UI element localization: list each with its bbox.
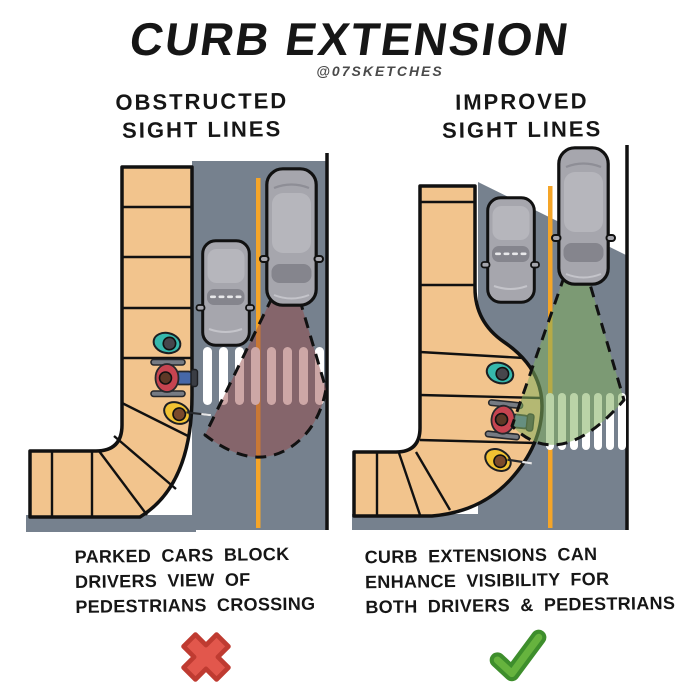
heading-line: IMPROVED xyxy=(455,88,589,115)
pedestrian-white-cane xyxy=(480,443,533,477)
caption-line: BOTH DRIVERS & PEDESTRIANS xyxy=(365,592,676,617)
left-panel-heading: OBSTRUCTED SIGHT LINES xyxy=(72,87,333,145)
paving-joints xyxy=(375,200,542,516)
author-handle: @07SKETCHES xyxy=(316,63,444,79)
check-mark-icon xyxy=(484,624,550,695)
caption-line: PEDESTRIANS CROSSING xyxy=(75,593,316,617)
parked-car xyxy=(195,239,256,347)
left-panel-caption: PARKED CARS BLOCK DRIVERS VIEW OF PEDEST… xyxy=(74,541,355,619)
paving-joints xyxy=(50,205,192,517)
x-mark-icon xyxy=(178,629,234,690)
pedestrian-white-cane xyxy=(159,396,212,430)
sidewalk xyxy=(28,165,194,519)
driving-car xyxy=(550,146,617,286)
scene-obstructed-sight-lines xyxy=(26,153,329,532)
right-panel-caption: CURB EXTENSIONS CAN ENHANCE VISIBILITY F… xyxy=(364,541,685,620)
driving-car xyxy=(258,167,325,307)
page-title: CURB EXTENSION xyxy=(126,13,574,65)
right-panel-heading: IMPROVED SIGHT LINES xyxy=(392,87,653,145)
parked-car xyxy=(480,196,541,304)
heading-line: SIGHT LINES xyxy=(121,115,283,143)
scene-improved-sight-lines xyxy=(352,145,629,530)
improved-vision-cone xyxy=(510,238,626,447)
heading-line: OBSTRUCTED xyxy=(115,88,289,115)
obstructed-vision-cone xyxy=(203,261,328,459)
